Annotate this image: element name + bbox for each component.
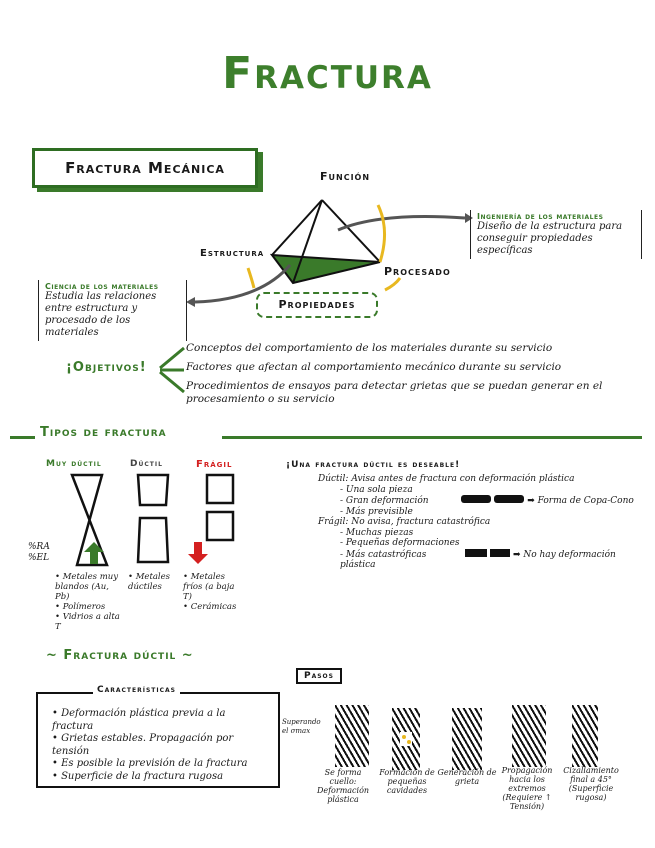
caracteristicas-title: Características <box>93 685 180 695</box>
shape-fragil-top <box>205 473 235 505</box>
arrow-up-icon <box>84 542 104 564</box>
point: Una sola pieza <box>345 484 413 495</box>
point: Muchas piezas <box>345 527 414 538</box>
ductil-label: Dúctil: Avisa antes de fractura con defo… <box>318 474 575 484</box>
shape-fragil-bottom <box>205 510 235 542</box>
objetivo-2: Factores que afectan al comportamiento m… <box>186 361 562 373</box>
arrow-down-icon <box>188 542 208 564</box>
objetivo-3: Procedimientos de ensayos para detectar … <box>186 380 603 405</box>
ingenieria-text: Diseño de la estructura para conseguir p… <box>477 221 623 256</box>
point: Más catastróficas <box>345 549 427 560</box>
label-ductil: Dúctil <box>130 459 163 469</box>
fracture-shapes <box>70 473 235 567</box>
point: Gran deformación <box>345 496 429 506</box>
label-muy-ductil: Muy dúctil <box>46 459 102 469</box>
step-4-drawing <box>512 705 546 767</box>
step-5-caption: Cizallamiento final a 45° (Superficie ru… <box>563 766 619 802</box>
fragil-label: Frágil: No avisa, fractura catastrófica <box>318 517 491 527</box>
label-estructura: Estructura <box>200 248 265 259</box>
item: Metales muy blandos (Au, Pb) <box>55 572 119 602</box>
item: Superficie de la fractura rugosa <box>61 770 224 782</box>
ciencia-text: Estudia las relaciones entre estructura … <box>45 291 157 338</box>
list-ductil: • Metales dúctiles <box>128 572 171 592</box>
step-5-drawing <box>572 705 598 767</box>
deseable-note: ¡Una fractura dúctil es deseable! <box>286 460 461 470</box>
step-2-drawing <box>392 708 420 770</box>
shape-muy-ductil <box>70 473 109 567</box>
fragil-result: No hay deformación plástica <box>340 549 616 571</box>
item: Vidrios a alta T <box>55 612 120 632</box>
divider <box>222 436 642 439</box>
label-propiedades: Propiedades <box>256 292 378 318</box>
ra-label: %RA <box>28 542 50 552</box>
item: Cerámicas <box>190 602 237 612</box>
shape-ductil <box>136 473 170 564</box>
section-heading-tipos: Tipos de fractura <box>40 425 167 440</box>
ingenieria-title: Ingeniería de los materiales <box>477 212 604 221</box>
yellow-arrow-up <box>376 204 386 263</box>
item: Deformación plástica previa a la fractur… <box>52 708 226 732</box>
point: Pequeñas deformaciones <box>345 538 460 548</box>
page-title: Fractura <box>222 48 433 99</box>
ciencia-note: Ciencia de los materiales Estudia las re… <box>38 280 187 341</box>
caracteristicas-list: • Deformación plástica previa a la fract… <box>52 708 248 782</box>
item: Polímeros <box>62 602 106 612</box>
step-1-drawing <box>335 705 369 767</box>
caracteristicas-box: Características • Deformación plástica p… <box>36 685 280 788</box>
item: Metales dúctiles <box>128 572 171 592</box>
point: Más previsible <box>345 506 413 517</box>
item: Es posible la previsión de la fractura <box>61 758 248 769</box>
objetivo-1: Conceptos del comportamiento de los mate… <box>186 342 553 354</box>
step-3-caption: Generación de grieta <box>437 768 497 786</box>
item: Grietas estables. Propagación por tensió… <box>52 733 234 757</box>
objetivos-label: ¡Objetivos! <box>66 360 147 375</box>
ductil-result: Forma de Copa-Cono <box>537 496 634 506</box>
el-label: %EL <box>28 553 50 563</box>
item: Metales fríos (a baja T) <box>183 572 235 602</box>
label-funcion: Función <box>320 170 371 183</box>
step-1-caption: Se forma cuello: Deformación plástica <box>316 768 370 804</box>
ingenieria-note: Ingeniería de los materiales Diseño de l… <box>470 210 642 259</box>
step-3-drawing <box>452 708 482 770</box>
step-4-caption: Propagación hacia los extremos (Requiere… <box>501 766 553 811</box>
section-heading-mecanica: Fractura Mecánica <box>32 148 258 188</box>
pyramid-diagram <box>186 199 473 307</box>
ra-el-label: %RA %EL <box>28 542 50 564</box>
list-fragil: • Metales fríos (a baja T) • Cerámicas <box>183 572 237 612</box>
list-muy-ductil: • Metales muy blandos (Au, Pb) • Polímer… <box>55 572 120 632</box>
superando-label: Superando el σmax <box>282 718 321 735</box>
ciencia-title: Ciencia de los materiales <box>45 282 159 291</box>
ductil-explanation: Dúctil: Avisa antes de fractura con defo… <box>318 474 648 571</box>
label-fragil: Frágil <box>196 459 233 470</box>
step-2-caption: Formación de pequeñas cavidades <box>379 768 435 795</box>
objetivos-list: Conceptos del comportamiento de los mate… <box>186 341 606 407</box>
arrow-to-ciencia <box>194 264 292 304</box>
arrow-to-ingenieria <box>337 215 466 232</box>
pyramid-base <box>269 253 381 285</box>
label-procesado: Procesado <box>384 265 451 278</box>
pasos-box: Pasos <box>296 668 342 684</box>
section-heading-fractura-ductil: ~ Fractura dúctil ~ <box>46 648 194 663</box>
objetivos-arrows <box>159 346 185 394</box>
divider <box>10 436 35 439</box>
